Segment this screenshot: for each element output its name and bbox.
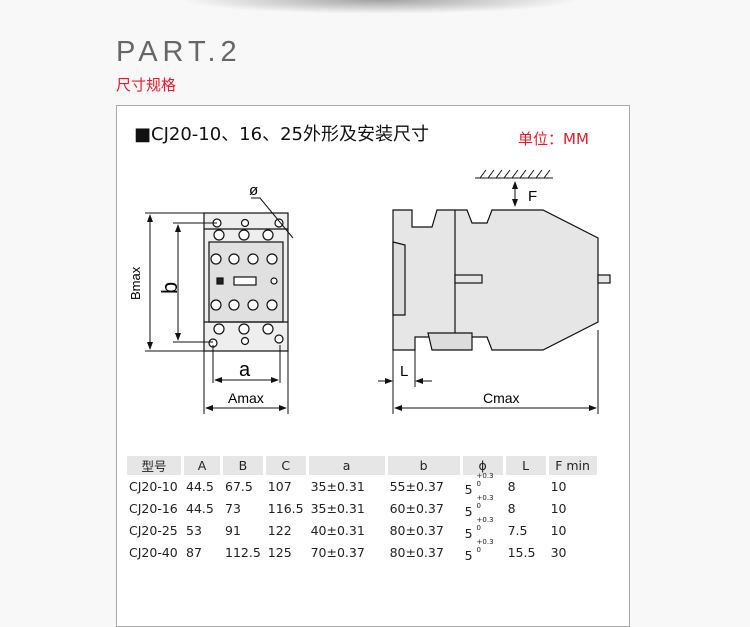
section-title: ■CJ20-10、16、25外形及安装尺寸 [134,124,429,145]
table-cell: 112.5 [225,545,261,561]
spec-panel [116,105,630,627]
header-cell: B [223,456,263,475]
a-label: a [239,359,251,381]
table-cell: 60±0.37 [389,500,444,516]
table-cell: 116.5 [267,500,304,516]
table-cell: 55±0.37 [389,478,444,494]
header-cell: 型号 [127,456,181,475]
table-cell: 8 [507,478,516,494]
amax-label: Amax [228,390,264,406]
bmax-label: Bmax [128,266,143,300]
header-cell: C [265,456,306,475]
table-cell: 7.5 [507,522,528,538]
table-cell: 8 [507,500,516,516]
side-view [392,209,611,351]
cmax-label: Cmax [483,390,520,406]
phi-label: ø [249,182,258,199]
unit-label: 单位：MM [518,130,589,148]
table-cell: 53 [186,522,202,538]
table-cell: 125 [267,545,292,561]
table-cell: 80±0.37 [389,522,444,538]
table-cell: CJ20-40 [129,545,178,561]
top-shadow [180,0,580,14]
header-cell: ϕ [462,456,503,475]
table-cell: CJ20-10 [129,478,178,494]
table-cell: 73 [225,500,241,516]
l-label: L [400,363,408,380]
spec-table: 型号 A B C a b ϕ L F min CJ20-10 44.5 67.5 10… [124,456,600,564]
header-cell: F min [548,456,597,475]
dimension-drawing: ø Bmax b a Amax F L Cmax [128,169,611,414]
header-cell: a [308,456,385,475]
table-cell: 35±0.31 [310,500,365,516]
table-cell: 80±0.37 [389,545,444,561]
table-cell: 15.5 [507,545,536,561]
front-view [203,212,289,352]
table-cell: 67.5 [225,478,253,494]
table-cell: 10 [550,522,567,538]
b-label: b [157,282,182,294]
table-cell: 91 [225,522,241,538]
table-cell: CJ20-25 [129,522,178,538]
table-cell: 10 [550,500,567,516]
table-cell: 30 [550,545,567,561]
table-cell: 35±0.31 [310,478,365,494]
table-cell: 40±0.31 [310,522,365,538]
f-label: F [528,188,537,205]
table-header: 型号 A B C a b ϕ L F min [127,456,597,475]
part-subtitle: 尺寸规格 [116,76,177,94]
header-cell: L [505,456,546,475]
table-cell: 107 [267,478,292,494]
part-heading: PART.2 [116,36,242,68]
table-cell: CJ20-16 [129,500,178,516]
header-cell: A [184,456,220,475]
table-cell: 10 [550,478,567,494]
table-cell: 44.5 [186,478,214,494]
table-cell: 44.5 [186,500,214,516]
table-cell: 87 [186,545,202,561]
table-cell: 122 [267,522,292,538]
header-cell: b [387,456,460,475]
table-cell: 70±0.37 [310,545,365,561]
